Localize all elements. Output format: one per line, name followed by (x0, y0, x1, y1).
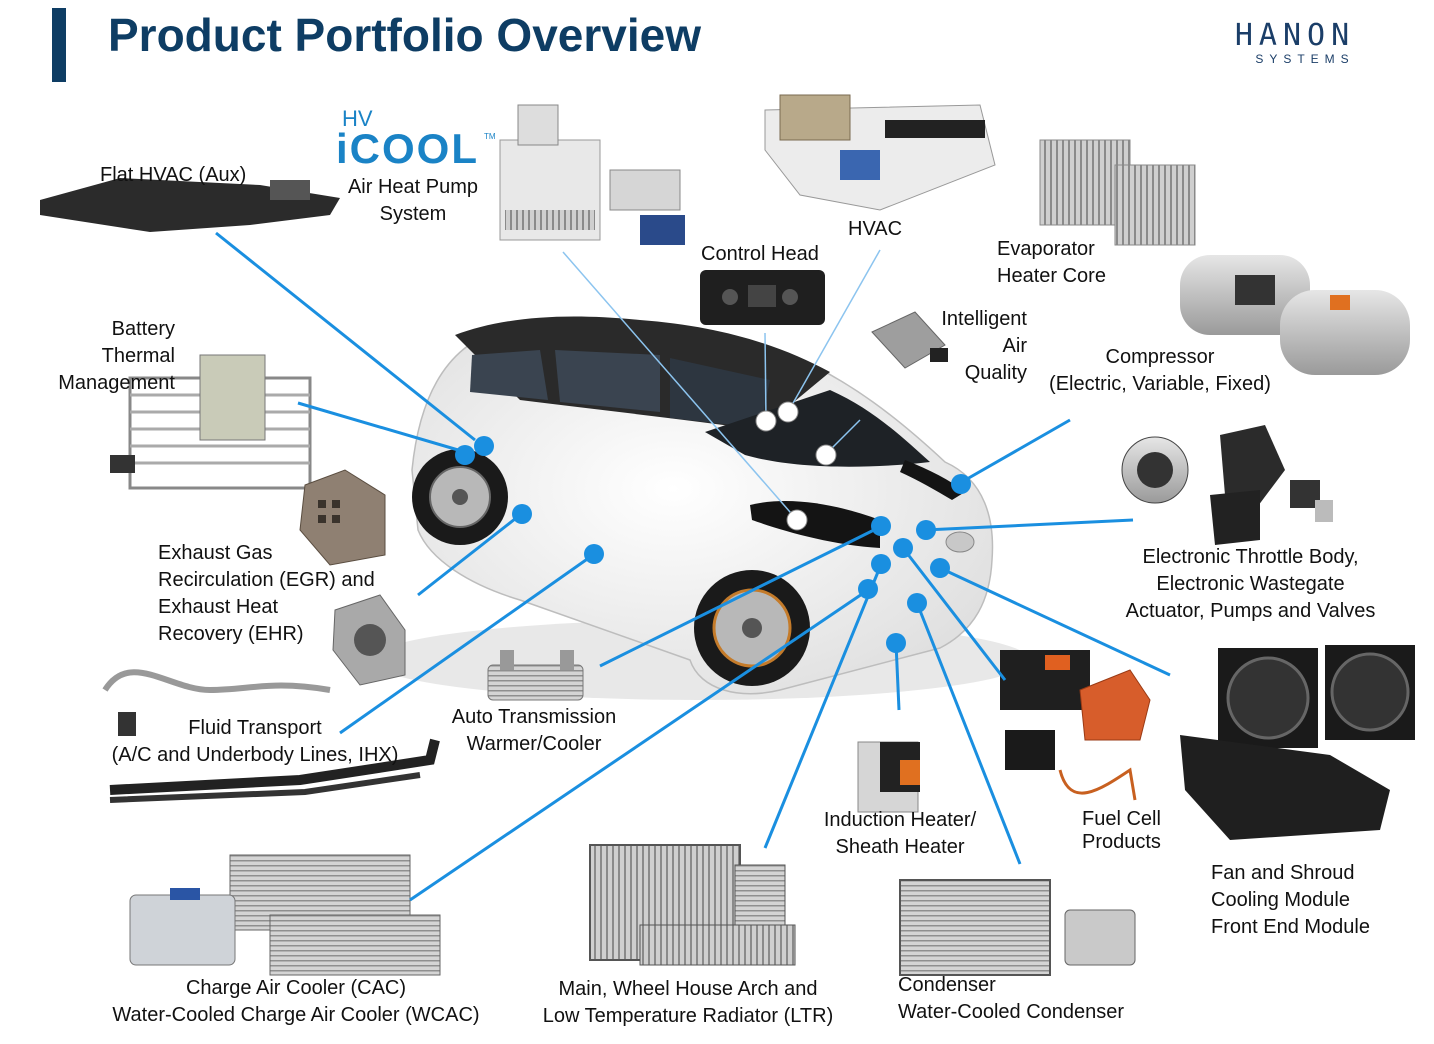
label-cac: Charge Air Cooler (CAC) Water-Cooled Cha… (112, 977, 480, 1026)
label-battery: Battery Thermal Management (58, 318, 175, 394)
connector-lines (215, 231, 1171, 902)
battery-image (110, 354, 312, 490)
flat-hvac-image (40, 178, 340, 232)
electric-car-illustration (370, 316, 1030, 700)
label-fan-shroud: Fan and Shroud Cooling Module Front End … (1211, 862, 1370, 938)
label-compressor: Compressor (Electric, Variable, Fixed) (1049, 346, 1271, 395)
transmission-cooler-image (487, 650, 584, 701)
logo-wordmark: HANON (1234, 18, 1356, 53)
label-induction-heater: Induction Heater/ Sheath Heater (823, 809, 977, 858)
label-flat-hvac: Flat HVAC (Aux) (100, 164, 247, 186)
icool-word: iCOOL (336, 125, 479, 172)
icool-hv-text: HV (342, 106, 373, 131)
label-fluid-transport: Fluid Transport (A/C and Underbody Lines… (111, 717, 399, 766)
egr-image (299, 469, 406, 686)
label-hvac: HVAC (848, 218, 903, 240)
label-evaporator: Evaporator Heater Core (997, 238, 1106, 287)
label-control-head: Control Head (701, 243, 819, 265)
fuel-cell-image (1000, 650, 1151, 801)
control-head-image (700, 270, 825, 325)
compressor-image (1180, 255, 1410, 375)
evaporator-image (1039, 139, 1196, 246)
label-fuel-cell: Fuel Cell Products (1082, 808, 1161, 853)
induction-heater-image (857, 741, 920, 813)
icool-tm: TM (484, 132, 496, 141)
throttle-body-image (1121, 425, 1333, 545)
label-heat-pump: Air Heat Pump System (347, 176, 479, 225)
condenser-image (899, 879, 1136, 976)
label-air-quality: Intelligent Air Quality (941, 308, 1027, 384)
label-throttle: Electronic Throttle Body, Electronic Was… (1125, 546, 1376, 622)
connector-dots (455, 436, 971, 653)
hanon-systems-logo: HANON SYSTEMS (1205, 20, 1385, 70)
cac-image (129, 854, 441, 976)
white-dots (755, 401, 837, 531)
air-quality-image (871, 311, 948, 369)
label-radiator: Main, Wheel House Arch and Low Temperatu… (542, 978, 834, 1027)
label-egr: Exhaust Gas Recirculation (EGR) and Exha… (158, 542, 375, 645)
icool-logo: HV iCOOL TM (336, 106, 496, 172)
radiator-image (589, 844, 796, 966)
hvac-image (764, 94, 996, 211)
label-transmission: Auto Transmission Warmer/Cooler (451, 706, 617, 755)
title-accent-bar (52, 8, 66, 82)
page-title: Product Portfolio Overview (108, 9, 701, 61)
fluid-transport-image (102, 669, 440, 803)
fan-shroud-image (1180, 645, 1415, 840)
heat-pump-image (499, 104, 685, 245)
label-condenser: Condenser Water-Cooled Condenser (898, 974, 1125, 1023)
logo-subtitle: SYSTEMS (1255, 52, 1355, 66)
